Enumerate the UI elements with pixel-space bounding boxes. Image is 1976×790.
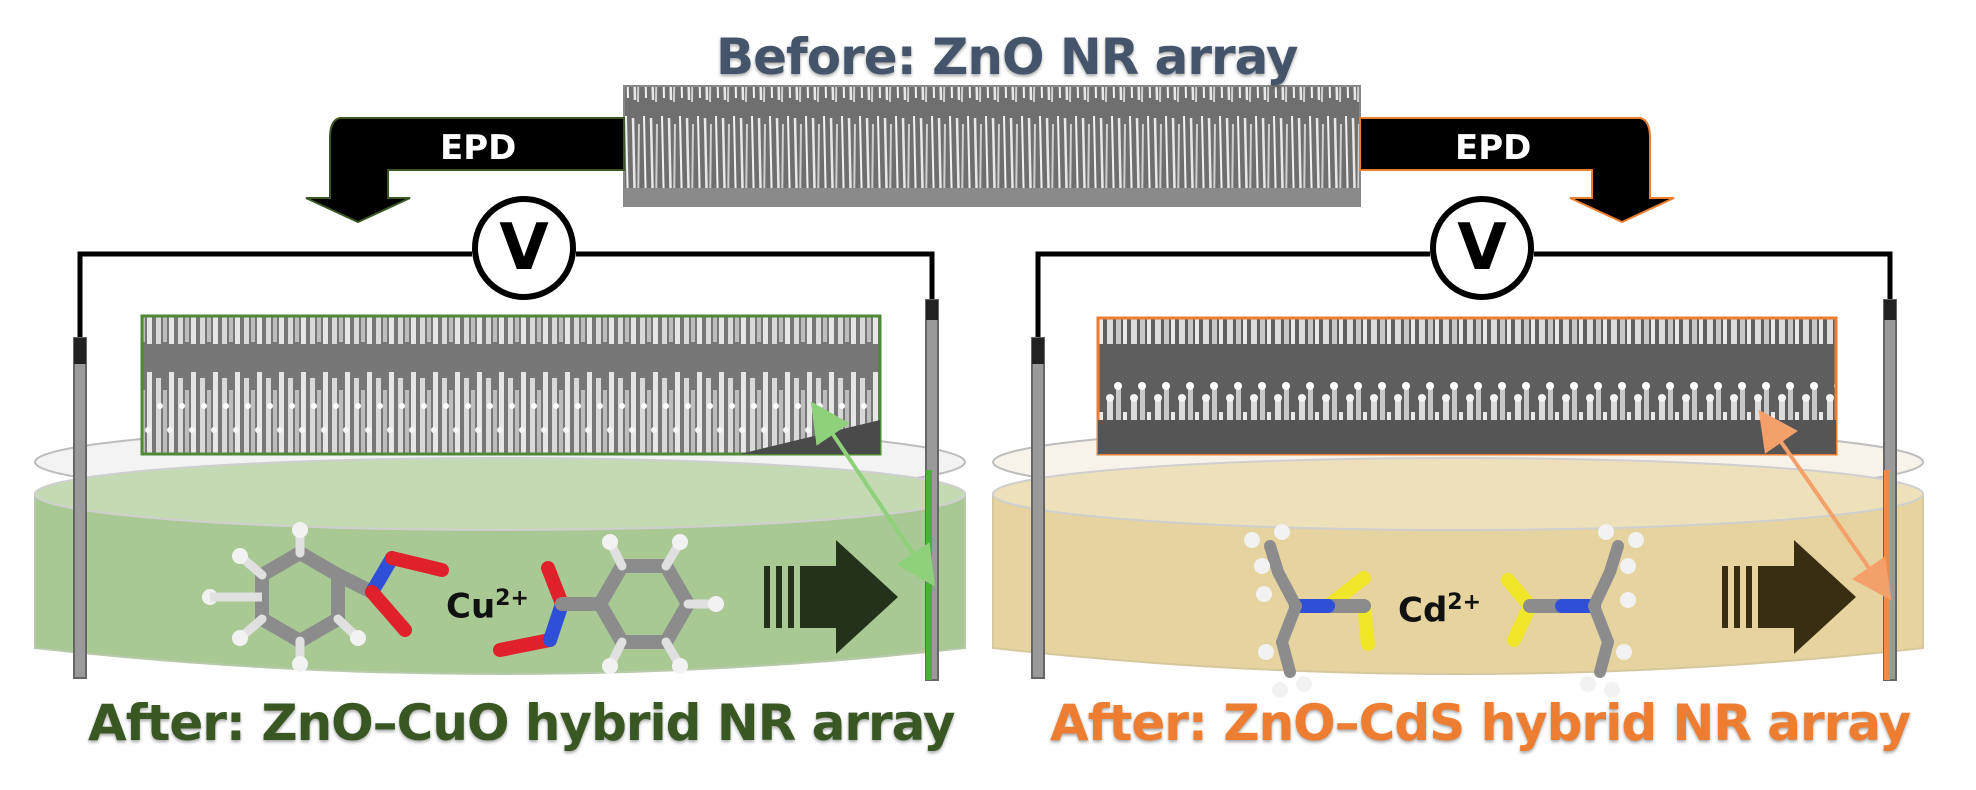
cds-zoom-arrow: [1758, 409, 1892, 601]
cu-ion-symbol: Cu: [446, 586, 496, 627]
after-cds-title: After: ZnO–CdS hybrid NR array: [1050, 694, 1911, 752]
right-working-electrode: [1883, 299, 1897, 681]
voltmeter-right-icon: V: [1430, 196, 1534, 300]
cd-ion-charge: 2+: [1447, 590, 1482, 615]
left-circuit: [77, 251, 935, 364]
left-beaker: [34, 425, 966, 675]
before-sem-image: [623, 85, 1361, 207]
right-beaker: [992, 425, 1924, 675]
cds-sem-image: [1096, 316, 1838, 456]
cd-ion-label: Cd2+: [1398, 590, 1481, 630]
cd-complex-molecule-icon: [1244, 524, 1644, 698]
before-title: Before: ZnO NR array: [716, 28, 1298, 86]
voltmeter-left-label: V: [499, 211, 549, 285]
after-cuo-title: After: ZnO–CuO hybrid NR array: [88, 694, 955, 752]
cu-ion-charge: 2+: [495, 586, 529, 611]
left-counter-electrode: [73, 337, 87, 679]
epd-arrow-right-icon: [1359, 117, 1675, 224]
epd-label-right: EPD: [1455, 128, 1532, 168]
cu-complex-molecule-icon: [202, 522, 724, 674]
voltmeter-left-icon: V: [472, 196, 576, 300]
cuo-sem-image: [140, 314, 882, 456]
deposition-arrow-right-icon: [1722, 540, 1856, 654]
cuo-zoom-arrow: [810, 401, 936, 587]
cd-ion-symbol: Cd: [1398, 590, 1448, 631]
cu-ion-label: Cu2+: [446, 586, 529, 626]
right-counter-electrode: [1031, 337, 1045, 679]
right-circuit: [1035, 251, 1893, 364]
epd-label-left: EPD: [440, 128, 517, 168]
epd-arrow-left-icon: [305, 117, 625, 224]
left-working-electrode: [925, 299, 939, 681]
deposition-arrow-left-icon: [764, 540, 898, 654]
voltmeter-right-label: V: [1457, 211, 1507, 285]
